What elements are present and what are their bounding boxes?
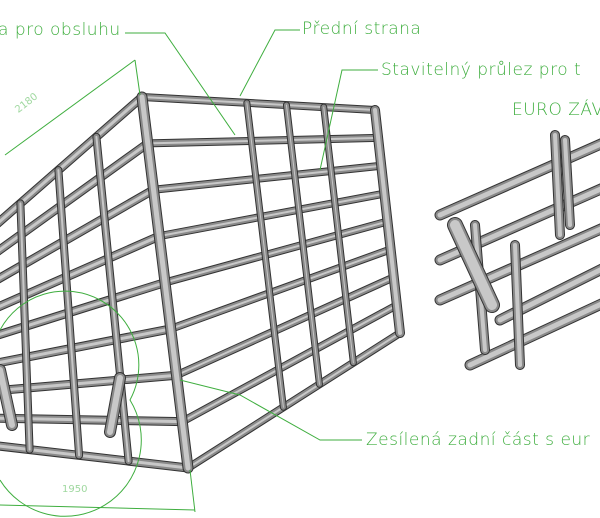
tube xyxy=(19,202,31,451)
tube xyxy=(285,104,320,385)
dimension-line-length xyxy=(4,59,136,156)
extension-line xyxy=(134,59,141,96)
tube xyxy=(181,304,398,423)
tube xyxy=(0,95,144,224)
tube xyxy=(0,141,150,252)
tube xyxy=(175,276,395,377)
tube xyxy=(0,367,15,428)
tube xyxy=(437,226,600,303)
tube xyxy=(323,106,354,364)
dimension-line-width xyxy=(0,504,196,511)
extension-line xyxy=(189,469,196,513)
tube xyxy=(0,416,184,424)
tube xyxy=(164,220,389,284)
tube xyxy=(0,444,190,470)
tube xyxy=(107,375,123,435)
label-adjustable-passage: Stavitelný průlez pro t xyxy=(381,60,582,80)
tube xyxy=(0,234,161,308)
leader-rear xyxy=(179,379,362,441)
tube xyxy=(141,96,376,111)
tube xyxy=(0,327,173,364)
tube xyxy=(437,141,600,218)
tube xyxy=(553,133,562,237)
label-reinforced-rear: Zesílená zadní část s eur xyxy=(366,430,591,450)
cage-frame xyxy=(0,91,405,474)
annotation-leaders xyxy=(0,29,378,517)
tube xyxy=(158,192,386,238)
tube xyxy=(139,94,191,471)
label-service-access: a pro obsluhu xyxy=(0,20,121,40)
tube xyxy=(563,138,572,227)
euro-hitch-detail xyxy=(434,130,600,371)
tube xyxy=(450,220,497,310)
tube xyxy=(467,301,600,368)
tube xyxy=(146,136,380,145)
tube xyxy=(152,164,383,191)
dimension-width: 1950 xyxy=(62,484,88,495)
leader-service xyxy=(125,32,236,136)
tube xyxy=(0,373,178,392)
tube xyxy=(0,188,155,280)
label-euro-hitch: EURO ZÁV xyxy=(512,100,600,120)
leader-passage xyxy=(319,69,378,171)
tube xyxy=(57,169,81,457)
tube xyxy=(95,135,130,463)
tube xyxy=(373,108,402,335)
detail-circle xyxy=(0,290,142,517)
tube xyxy=(513,243,522,367)
tube xyxy=(0,281,167,336)
tube xyxy=(169,248,392,330)
leader-front xyxy=(239,29,300,97)
label-front-side: Přední strana xyxy=(302,19,422,39)
tube xyxy=(187,332,401,469)
tube xyxy=(246,102,284,408)
